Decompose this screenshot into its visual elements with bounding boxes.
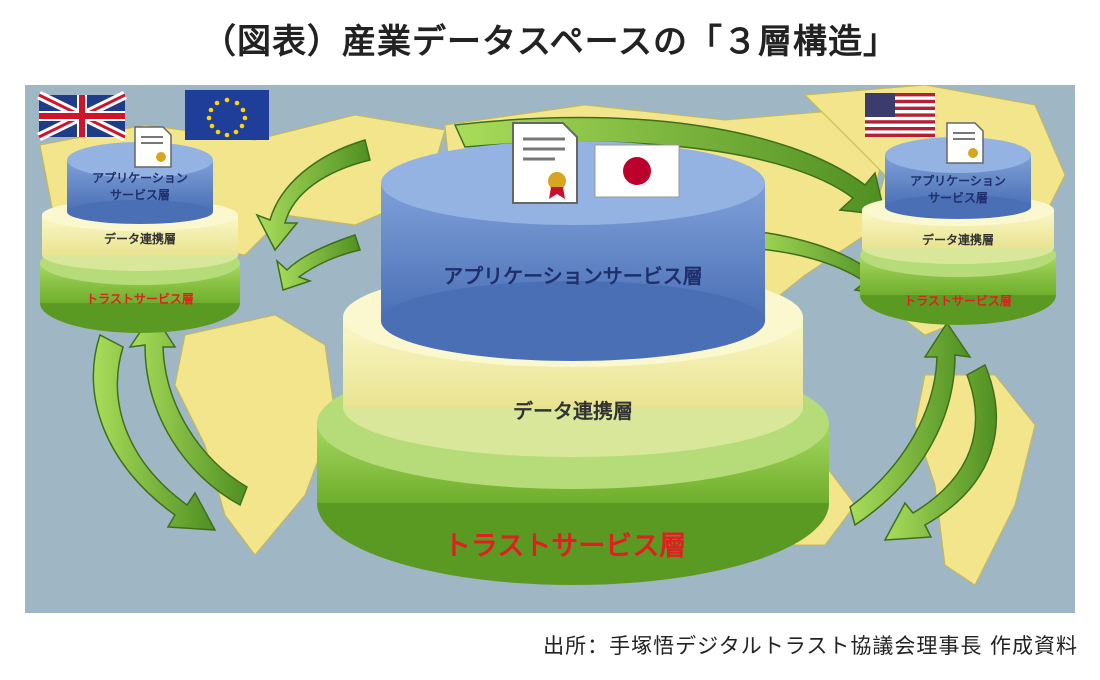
us-app-layer-line2: サービス層	[928, 190, 988, 205]
uk-app-layer-line1: アプリケーション	[92, 170, 188, 185]
us-layer-stack	[860, 137, 1056, 325]
certificate-icon	[946, 122, 984, 164]
uk-data-layer-label: データ連携層	[104, 231, 176, 246]
japan-layer-stack	[317, 141, 829, 585]
source-caption: 出所：手塚悟デジタルトラスト協議会理事長 作成資料	[543, 634, 1078, 658]
arrow-left-down	[92, 333, 217, 531]
world-map-panel: アプリケーション サービス層 データ連携層 トラストサービス層 アプリケーション…	[25, 85, 1075, 613]
uk-trust-layer-label: トラストサービス層	[86, 291, 194, 306]
japan-data-layer-label: データ連携層	[513, 399, 633, 423]
uk-app-layer-line2: サービス層	[110, 187, 170, 202]
us-app-layer-line1: アプリケーション	[910, 173, 1006, 188]
arrow-mid-left	[275, 234, 361, 291]
certificate-icon	[134, 126, 172, 168]
japan-app-layer-label: アプリケーションサービス層	[443, 264, 703, 288]
arrow-right-down	[883, 363, 997, 541]
page-title: （図表）産業データスペースの「３層構造」	[202, 22, 898, 62]
japan-flag	[594, 144, 680, 198]
uk-flag	[37, 90, 127, 142]
us-flag	[865, 93, 935, 137]
arrow-top-left	[255, 139, 371, 252]
three-layer-diagram: アプリケーション サービス層 データ連携層 トラストサービス層 アプリケーション…	[37, 85, 1066, 586]
land-africa	[174, 314, 336, 556]
uk-eu-layer-stack	[40, 142, 240, 333]
certificate-icon	[512, 122, 578, 204]
japan-trust-layer-label: トラストサービス層	[444, 531, 686, 562]
eu-flag	[185, 90, 269, 140]
us-trust-layer-label: トラストサービス層	[904, 293, 1012, 308]
us-data-layer-label: データ連携層	[922, 232, 994, 247]
